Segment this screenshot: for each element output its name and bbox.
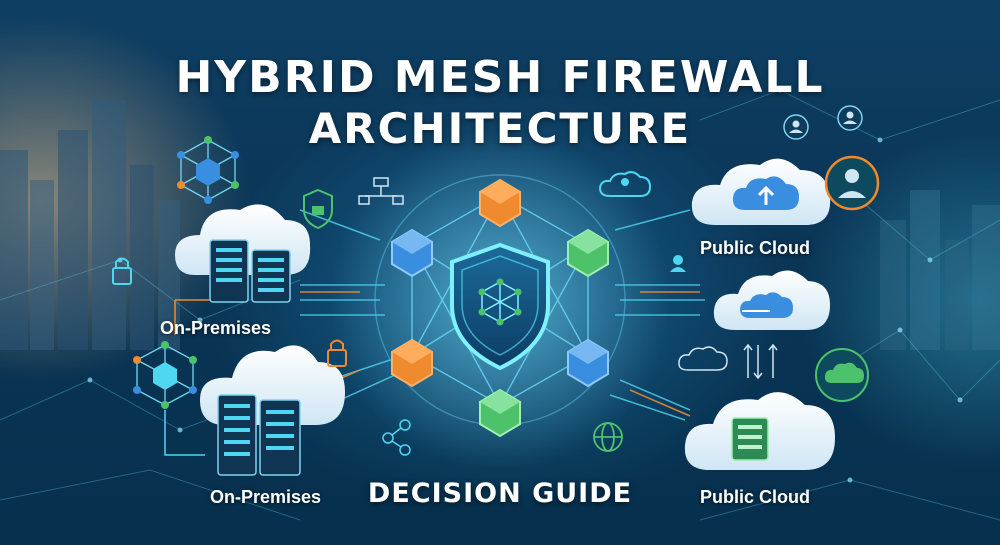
cube-icon-top-left <box>391 228 433 278</box>
lock-icon-orange <box>327 339 347 367</box>
lock-icon-left <box>112 257 132 285</box>
user-icon-cloud <box>598 171 652 197</box>
on-premises-label-top: On-Premises <box>160 318 272 338</box>
user-icon-small-2 <box>837 105 863 131</box>
user-icon-top-right <box>824 155 880 211</box>
flow-lines-right <box>609 209 705 421</box>
cube-icon-top-right <box>567 228 609 278</box>
server-icon-top <box>175 204 311 303</box>
flow-lines-right-orange <box>629 291 700 417</box>
cloud-upload-icon <box>691 158 831 225</box>
server-icon-bottom <box>200 345 345 476</box>
arrows-icon <box>743 343 778 380</box>
network-icon-small-top <box>358 177 404 205</box>
cube-icon-bottom-left <box>391 338 433 388</box>
on-premises-label-bottom: On-Premises <box>210 487 322 507</box>
cube-icon-bottom-right <box>567 338 609 388</box>
network-icon-small-bottom <box>382 419 411 456</box>
title-line-2: ARCHITECTURE <box>308 104 692 153</box>
cloud-icon-middle <box>713 270 830 330</box>
user-icon-mid <box>670 255 686 272</box>
cloud-icon-green <box>815 348 869 402</box>
public-cloud-label-top: Public Cloud <box>700 238 810 258</box>
city-skyline-right <box>880 190 1000 350</box>
cube-icon-bottom <box>479 388 521 438</box>
cloud-icon-outline <box>678 346 728 371</box>
network-icon-left <box>133 299 215 456</box>
lock-icon-shield <box>303 188 333 230</box>
network-dots <box>87 87 963 483</box>
cube-icon-top <box>479 178 521 228</box>
globe-icon <box>593 422 623 452</box>
user-icon-small-1 <box>783 114 809 140</box>
network-icon-top-left <box>177 136 239 204</box>
cloud-icon-bottom <box>684 392 835 470</box>
shield-lock-icon <box>450 242 550 371</box>
title-line-1: HYBRID MESH FIREWALL <box>175 52 825 103</box>
decision-guide-title: DECISION GUIDE <box>367 478 633 509</box>
public-cloud-label-bottom: Public Cloud <box>700 487 810 507</box>
